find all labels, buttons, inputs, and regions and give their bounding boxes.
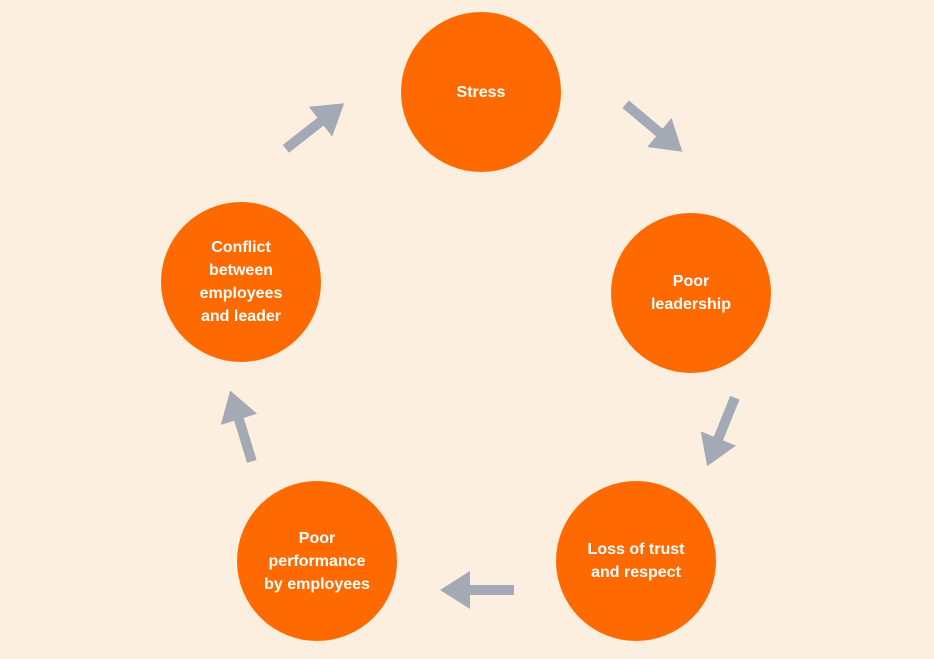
node-conflict: Conflict between employees and leader — [161, 202, 321, 362]
arrow-icon — [274, 88, 356, 164]
arrow-icon — [613, 89, 695, 167]
node-label: Poor leadership — [650, 273, 732, 313]
node-loss-of-trust: Loss of trust and respect — [556, 481, 716, 641]
node-stress: Stress — [401, 12, 561, 172]
arrow-icon — [440, 571, 514, 609]
node-poor-leadership: Poor leadership — [611, 213, 771, 373]
node-poor-performance: Poor performance by employees — [237, 481, 397, 641]
node-label: Stress — [456, 83, 506, 101]
node-label: Loss of trust and respect — [587, 541, 685, 581]
node-label: Poor performance by employees — [264, 529, 370, 593]
arrow-icon — [689, 390, 753, 474]
node-label: Conflict between employees and leader — [199, 239, 283, 325]
arrow-icon — [212, 385, 270, 467]
